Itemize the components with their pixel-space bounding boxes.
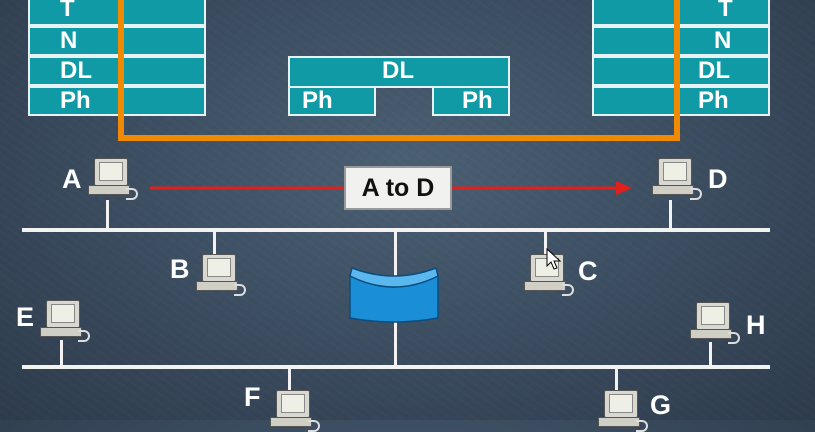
left-layer-t-label: T <box>60 0 75 22</box>
right-layer-ph-label: Ph <box>698 87 729 114</box>
host-label-a: A <box>62 164 82 194</box>
left-layer-row-t: T <box>28 0 206 26</box>
bridge-ph-right-label: Ph <box>462 87 493 114</box>
left-layer-ph-label: Ph <box>60 87 91 114</box>
bridge-ph-left-label: Ph <box>302 87 333 114</box>
host-label-f: F <box>244 382 261 412</box>
drop-line-d <box>669 200 672 230</box>
host-label-b: B <box>170 254 190 284</box>
left-layer-row-ph: Ph <box>28 86 206 116</box>
right-layer-row-t: T <box>592 0 770 26</box>
left-layer-row-dl: DL <box>28 56 206 86</box>
bridge-dl-label: DL <box>382 57 414 84</box>
host-label-c: C <box>578 256 598 286</box>
bridge-device-icon <box>349 266 439 323</box>
orange-data-path <box>118 0 680 141</box>
mouse-cursor-icon <box>546 248 562 270</box>
right-layer-row-ph: Ph <box>592 86 770 116</box>
host-label-g: G <box>650 390 672 420</box>
right-layer-row-n: N <box>592 26 770 56</box>
host-label-h: H <box>746 310 766 340</box>
left-layer-row-n: N <box>28 26 206 56</box>
drop-line-f <box>288 367 291 391</box>
drop-line-g <box>615 367 618 391</box>
drop-line-b <box>213 230 216 254</box>
bridge-ph-right-layer: Ph <box>432 86 510 116</box>
host-label-e: E <box>16 302 35 332</box>
right-layer-row-dl: DL <box>592 56 770 86</box>
host-label-d: D <box>708 164 728 194</box>
left-layer-n-label: N <box>60 27 78 54</box>
bridge-dl-layer: DL <box>288 56 510 88</box>
lower-network-segment <box>22 365 770 369</box>
a-to-d-label: A to D <box>344 166 452 210</box>
drop-line-a <box>106 200 109 230</box>
drop-line-h <box>709 342 712 367</box>
bridge-ph-left-layer: Ph <box>288 86 376 116</box>
drop-line-e <box>60 340 63 367</box>
data-path-svg <box>118 0 680 195</box>
right-layer-t-label: T <box>718 0 733 22</box>
right-layer-dl-label: DL <box>698 57 730 84</box>
drop-line-c <box>544 230 547 254</box>
red-arrow-head <box>616 181 632 195</box>
right-layer-n-label: N <box>714 27 732 54</box>
left-layer-dl-label: DL <box>60 57 92 84</box>
